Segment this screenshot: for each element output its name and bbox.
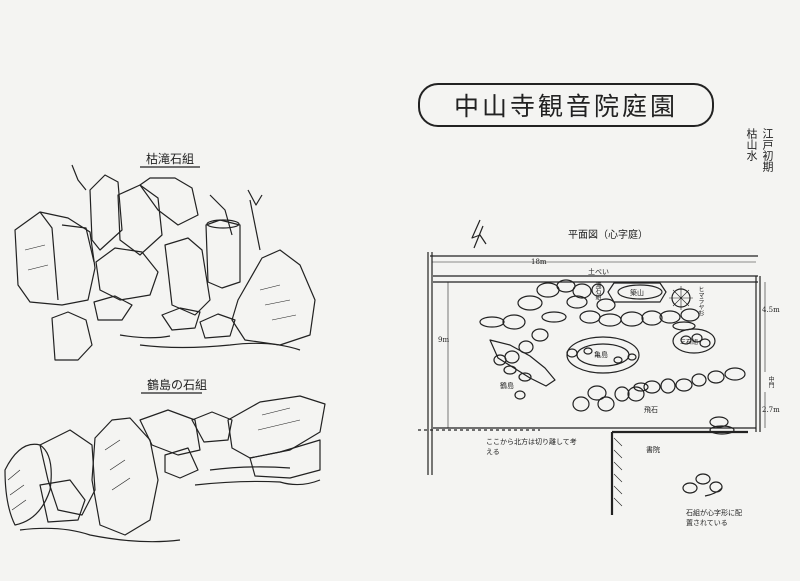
legend-note: 石組が心字形に配置されている [686, 509, 742, 527]
era-label: 江戸初期 [761, 128, 774, 172]
dim-top: 18m [531, 258, 547, 266]
cut-note: ここから北方は切り離して考える [486, 438, 577, 456]
tsurushima-sketch [4, 395, 326, 543]
waterfall-label: 滝石組 [594, 282, 601, 300]
plan-view [418, 219, 766, 515]
gate-label: 中門 [767, 376, 774, 388]
sanzon-label: 三石組 [680, 339, 699, 346]
dim-right-upper: 4.5m [762, 306, 780, 314]
dim-right-lower: 2.7m [762, 406, 780, 414]
wall-label: 土べい [588, 268, 609, 276]
garden-title: 中山寺観音院庭園 [418, 83, 714, 127]
karetaki-sketch [14, 164, 316, 361]
tsurushima-plan-label: 鶴島 [500, 382, 514, 390]
style-label: 枯山水 [745, 128, 758, 161]
tobiishi-label: 飛石 [644, 406, 658, 414]
dim-left: 9m [438, 336, 450, 344]
mountain-label: 築山 [630, 289, 644, 297]
karetaki-label: 枯滝石組 [146, 152, 195, 166]
plan-title: 平面図（心字庭） [568, 230, 648, 241]
kamejima-label: 亀島 [594, 351, 608, 359]
tsurushima-sketch-label: 鶴島の石組 [147, 378, 208, 392]
tree-label: ヒマラヤ杉 [697, 286, 704, 316]
building-label: 書院 [646, 446, 660, 454]
